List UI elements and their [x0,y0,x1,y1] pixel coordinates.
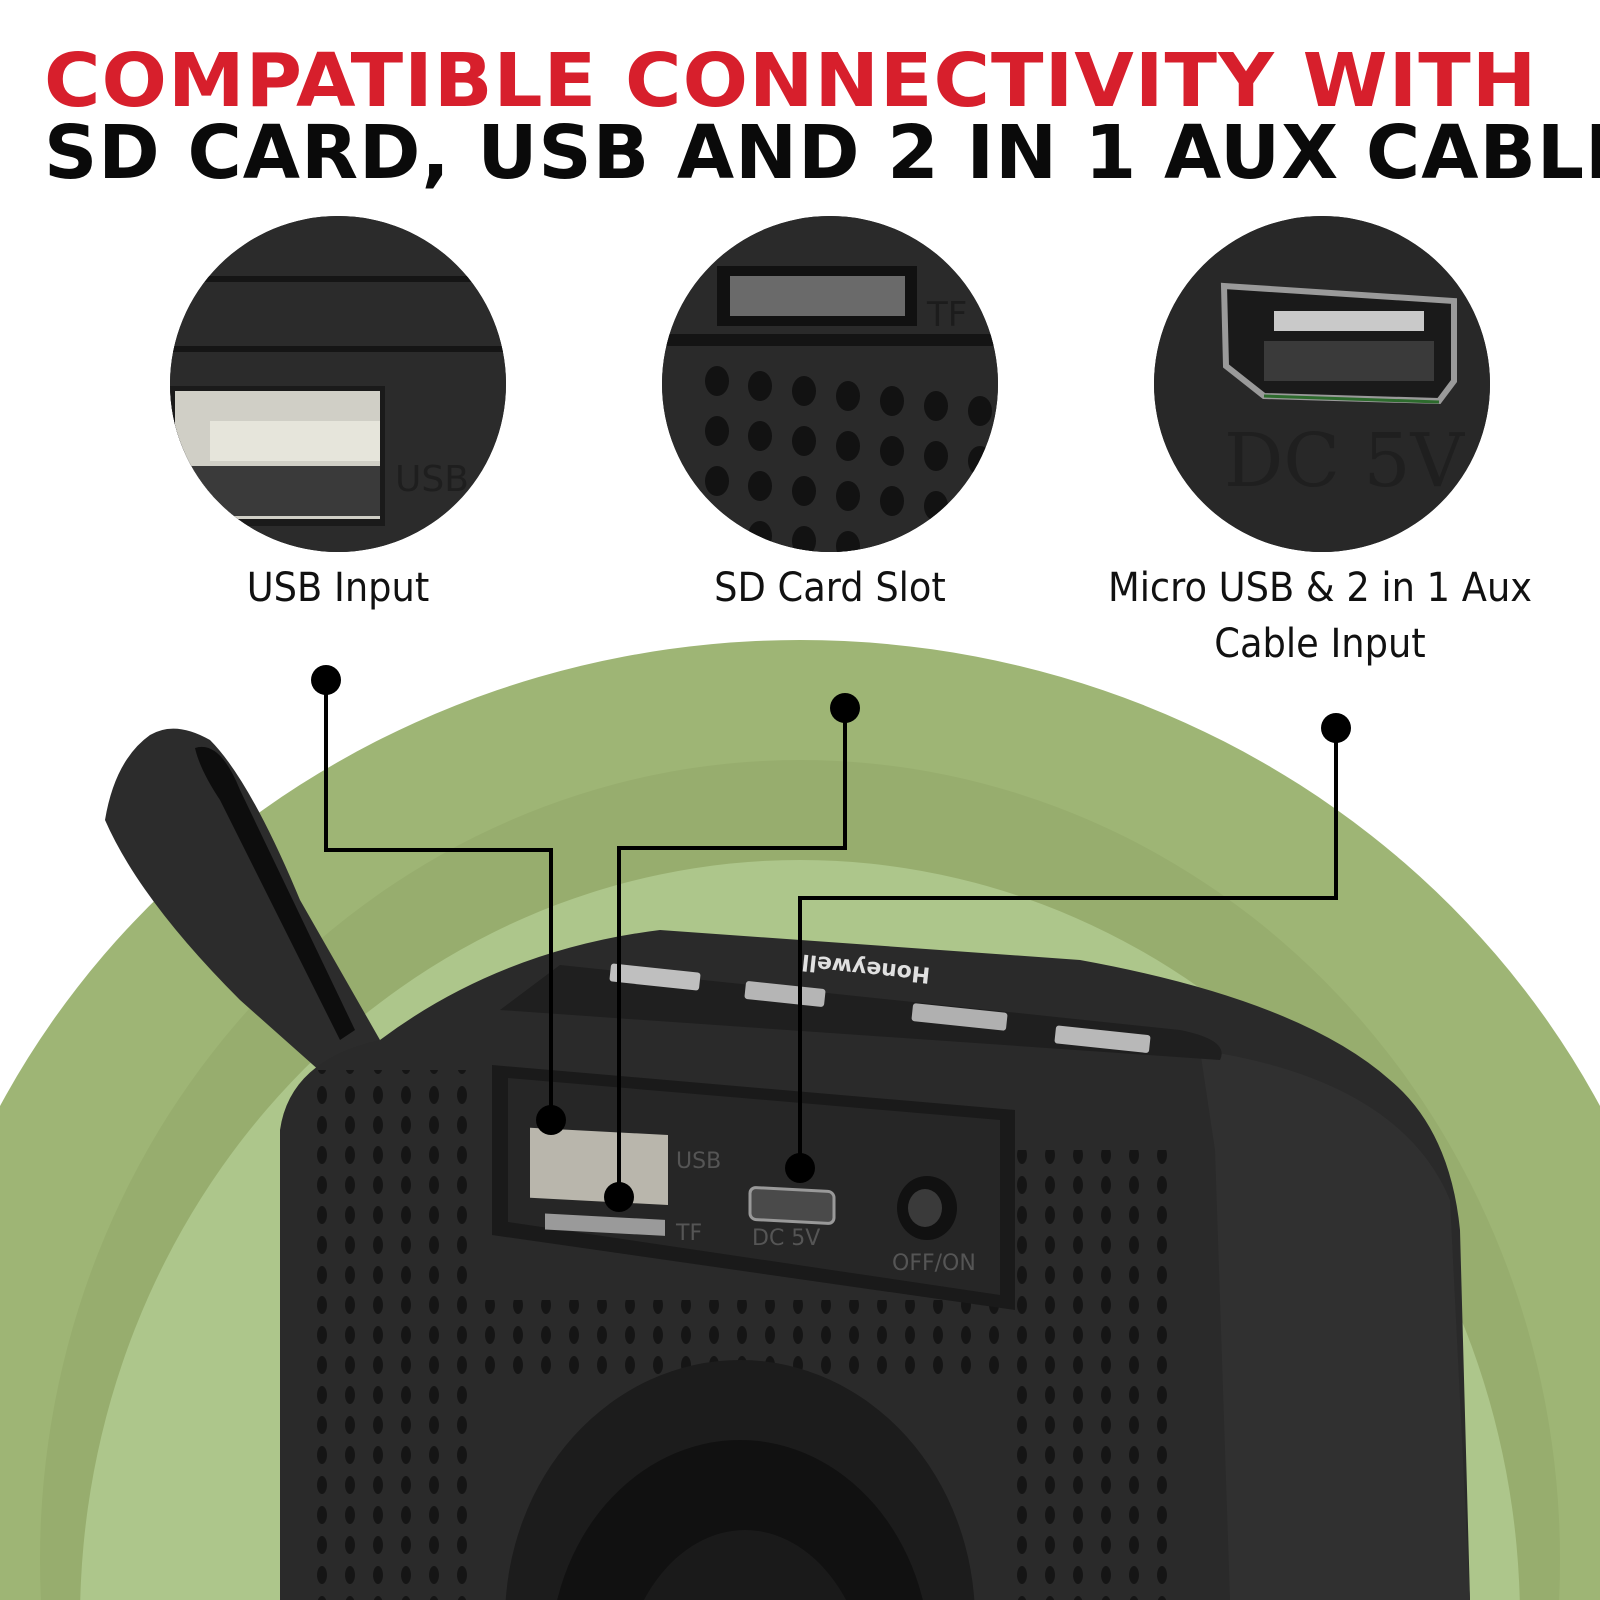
micro-usb-aux-label-line-1: Micro USB & 2 in 1 Aux [1107,565,1533,611]
svg-text:DC 5V: DC 5V [1224,418,1466,504]
speaker-grille [310,1070,1180,1600]
sd-card-slot-closeup-icon: TF [662,216,998,552]
svg-text:DC 5V: DC 5V [752,1226,820,1251]
svg-text:OFF/ON: OFF/ON [892,1251,976,1276]
svg-text:TF: TF [926,295,967,335]
headline-line-1: COMPATIBLE CONNECTIVITY WITH [44,38,1538,124]
usb-port [530,1127,668,1206]
port-panel: USB TF DC 5V OFF/ON [492,1065,1015,1310]
speaker-driver [505,1360,975,1600]
micro-usb-aux-label-line-2: Cable Input [1214,621,1426,667]
usb-port-closeup-icon: USB [170,216,506,552]
svg-text:TF: TF [675,1221,702,1246]
svg-text:USB: USB [395,459,469,500]
speaker-strap [105,728,380,1080]
micro-usb-port-closeup-icon: DC 5V [1154,216,1490,552]
usb-input-label: USB Input [246,565,430,611]
callout-leader-lines [324,680,1338,1197]
tf-slot [545,1213,665,1236]
svg-text:USB: USB [676,1149,721,1174]
headline-line-2: SD CARD, USB AND 2 IN 1 AUX CABLE [44,110,1600,196]
sd-card-slot-label: SD Card Slot [714,565,946,611]
callout-dots [311,665,1351,1212]
micro-usb-port [748,1186,836,1225]
